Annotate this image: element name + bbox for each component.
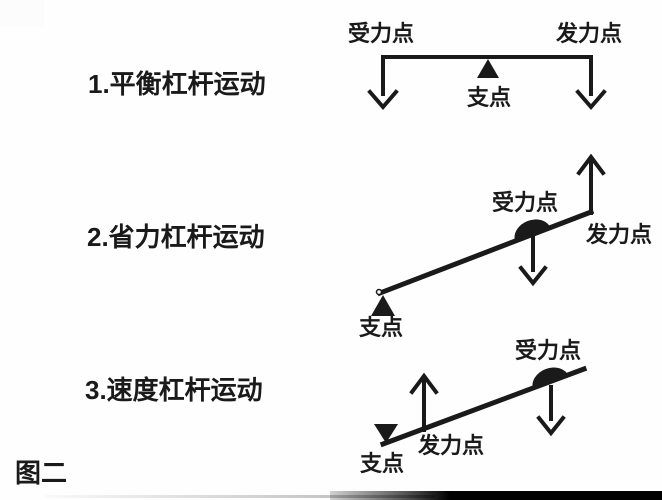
balanced-lever-drawing <box>367 55 607 111</box>
down-arrow-icon <box>518 265 548 287</box>
section-title-force-saving-lever: 2.省力杠杆运动 <box>87 222 265 252</box>
section-title-balanced-lever: 1.平衡杠杆运动 <box>88 69 266 99</box>
load-point-label: 受力点 <box>515 338 582 363</box>
down-arrow-icon <box>575 89 607 111</box>
scan-corner-artifact <box>0 0 44 27</box>
effort-point-label: 发力点 <box>586 222 653 247</box>
lever-rod <box>376 208 595 297</box>
fulcrum-label: 支点 <box>360 451 405 476</box>
up-arrow-icon <box>576 153 606 176</box>
load-point-label: 受力点 <box>348 21 415 46</box>
scan-artifact-bar <box>330 491 662 500</box>
fulcrum-label: 支点 <box>467 85 512 110</box>
fulcrum-triangle-down-icon <box>374 424 398 443</box>
load-point-label: 受力点 <box>492 190 559 215</box>
balanced-lever-bar <box>381 55 593 96</box>
rod-end-dot <box>375 288 383 296</box>
down-arrow-icon <box>536 415 566 437</box>
up-arrow-icon <box>409 372 439 395</box>
speed-lever-drawing <box>374 365 588 448</box>
fulcrum-label: 支点 <box>359 315 404 340</box>
effort-point-label: 发力点 <box>418 433 485 458</box>
fulcrum-triangle-icon <box>477 59 499 78</box>
force-saving-lever-drawing <box>371 153 606 316</box>
load-dome <box>514 219 551 242</box>
down-arrow-icon <box>367 89 399 111</box>
scan-artifact-line <box>45 495 435 498</box>
fulcrum-triangle-icon <box>371 295 395 316</box>
load-dome <box>532 367 569 390</box>
effort-point-label: 发力点 <box>556 21 623 46</box>
figure-caption: 图二 <box>15 458 68 488</box>
section-title-speed-lever: 3.速度杠杆运动 <box>85 375 263 405</box>
